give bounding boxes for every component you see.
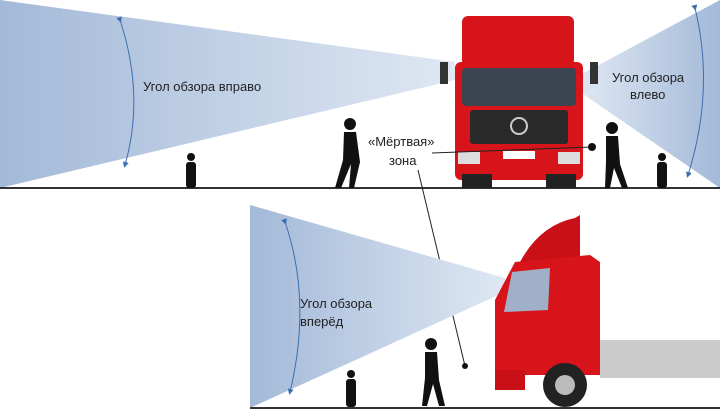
forward-view-label-line2: вперёд	[300, 314, 344, 329]
truck-front	[440, 16, 598, 188]
blind-zone-pointer-right	[431, 146, 593, 154]
left-view-cone	[580, 0, 720, 188]
forward-view-label-line1: Угол обзора	[300, 296, 373, 311]
left-view-label-line1: Угол обзора	[612, 70, 685, 85]
blind-zone-label-line1: «Мёртвая»	[368, 134, 435, 149]
right-angle-arrow	[116, 16, 135, 168]
left-view-label-line2: влево	[630, 87, 666, 102]
right-view-label: Угол обзора вправо	[143, 79, 262, 94]
pedestrian-silhouettes	[186, 118, 667, 407]
right-view-cone	[0, 0, 455, 188]
blind-zone-label-line2: зона	[389, 153, 417, 168]
forward-view-cone	[250, 205, 505, 408]
left-angle-arrow	[686, 4, 705, 178]
forward-angle-arrow	[281, 218, 301, 395]
truck-side	[495, 215, 720, 407]
